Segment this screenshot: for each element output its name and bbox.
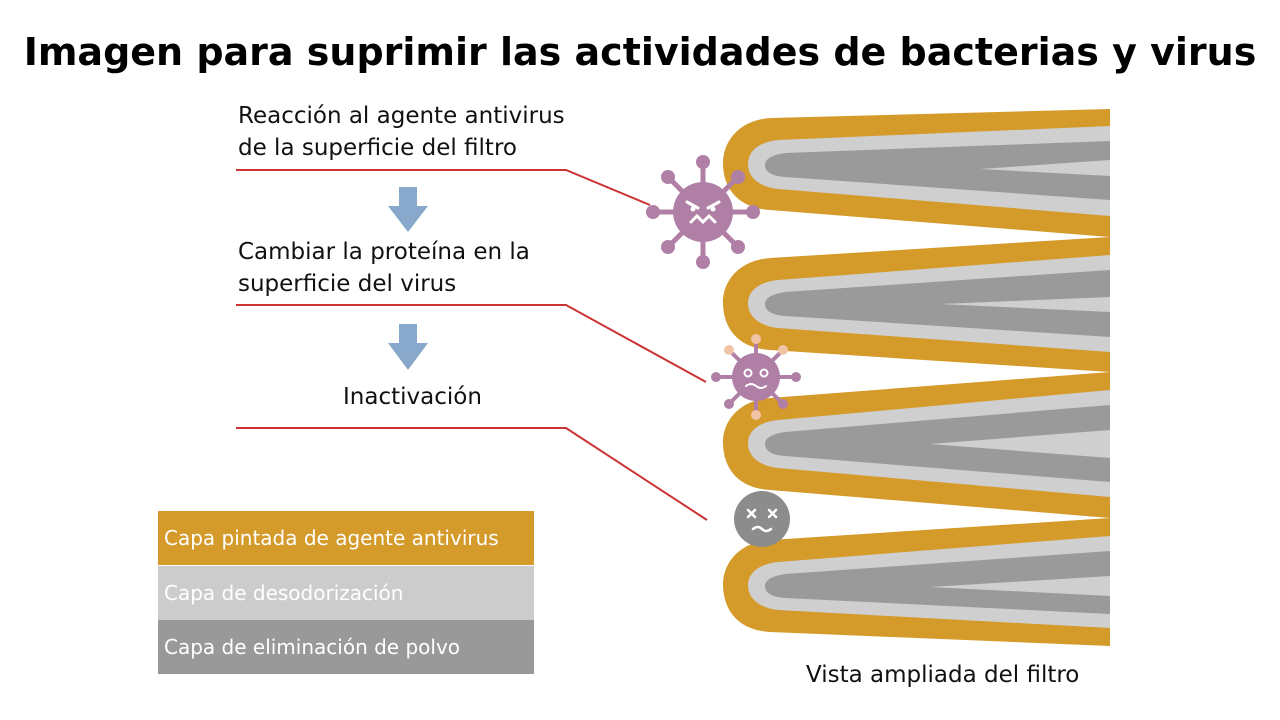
dizzy-virus-icon xyxy=(711,334,801,420)
filter-pleats xyxy=(723,109,1110,646)
step-protein-line-1: Cambiar la proteína en la xyxy=(238,239,530,265)
angry-virus-icon xyxy=(646,155,760,269)
step-reaction-line-1: Reacción al agente antivirus xyxy=(238,103,565,129)
leader-line-3 xyxy=(236,427,708,521)
step-inactivation: Inactivación xyxy=(343,384,482,410)
leader-line-1 xyxy=(236,169,651,206)
step-reaction: Reacción al agente antivirus de la super… xyxy=(238,100,565,164)
legend-antivirus-layer: Capa pintada de agente antivirus xyxy=(158,511,534,565)
filter-caption: Vista ampliada del filtro xyxy=(806,662,1080,688)
filter-pleat xyxy=(723,109,1110,237)
filter-pleat xyxy=(723,518,1110,646)
step-reaction-line-2: de la superficie del filtro xyxy=(238,135,517,161)
page-title: Imagen para suprimir las actividades de … xyxy=(23,30,1257,74)
legend-deodorization-layer: Capa de desodorización xyxy=(158,566,534,620)
step-protein-change: Cambiar la proteína en la superficie del… xyxy=(238,236,530,300)
leader-line-2 xyxy=(236,304,707,383)
down-arrow-icon xyxy=(388,324,428,370)
dead-virus-icon xyxy=(734,491,790,547)
step-protein-line-2: superficie del virus xyxy=(238,271,457,297)
filter-pleat xyxy=(723,237,1110,372)
filter-pleat xyxy=(723,372,1110,518)
legend-dust-layer: Capa de eliminación de polvo xyxy=(158,620,534,674)
down-arrow-icon xyxy=(388,187,428,232)
